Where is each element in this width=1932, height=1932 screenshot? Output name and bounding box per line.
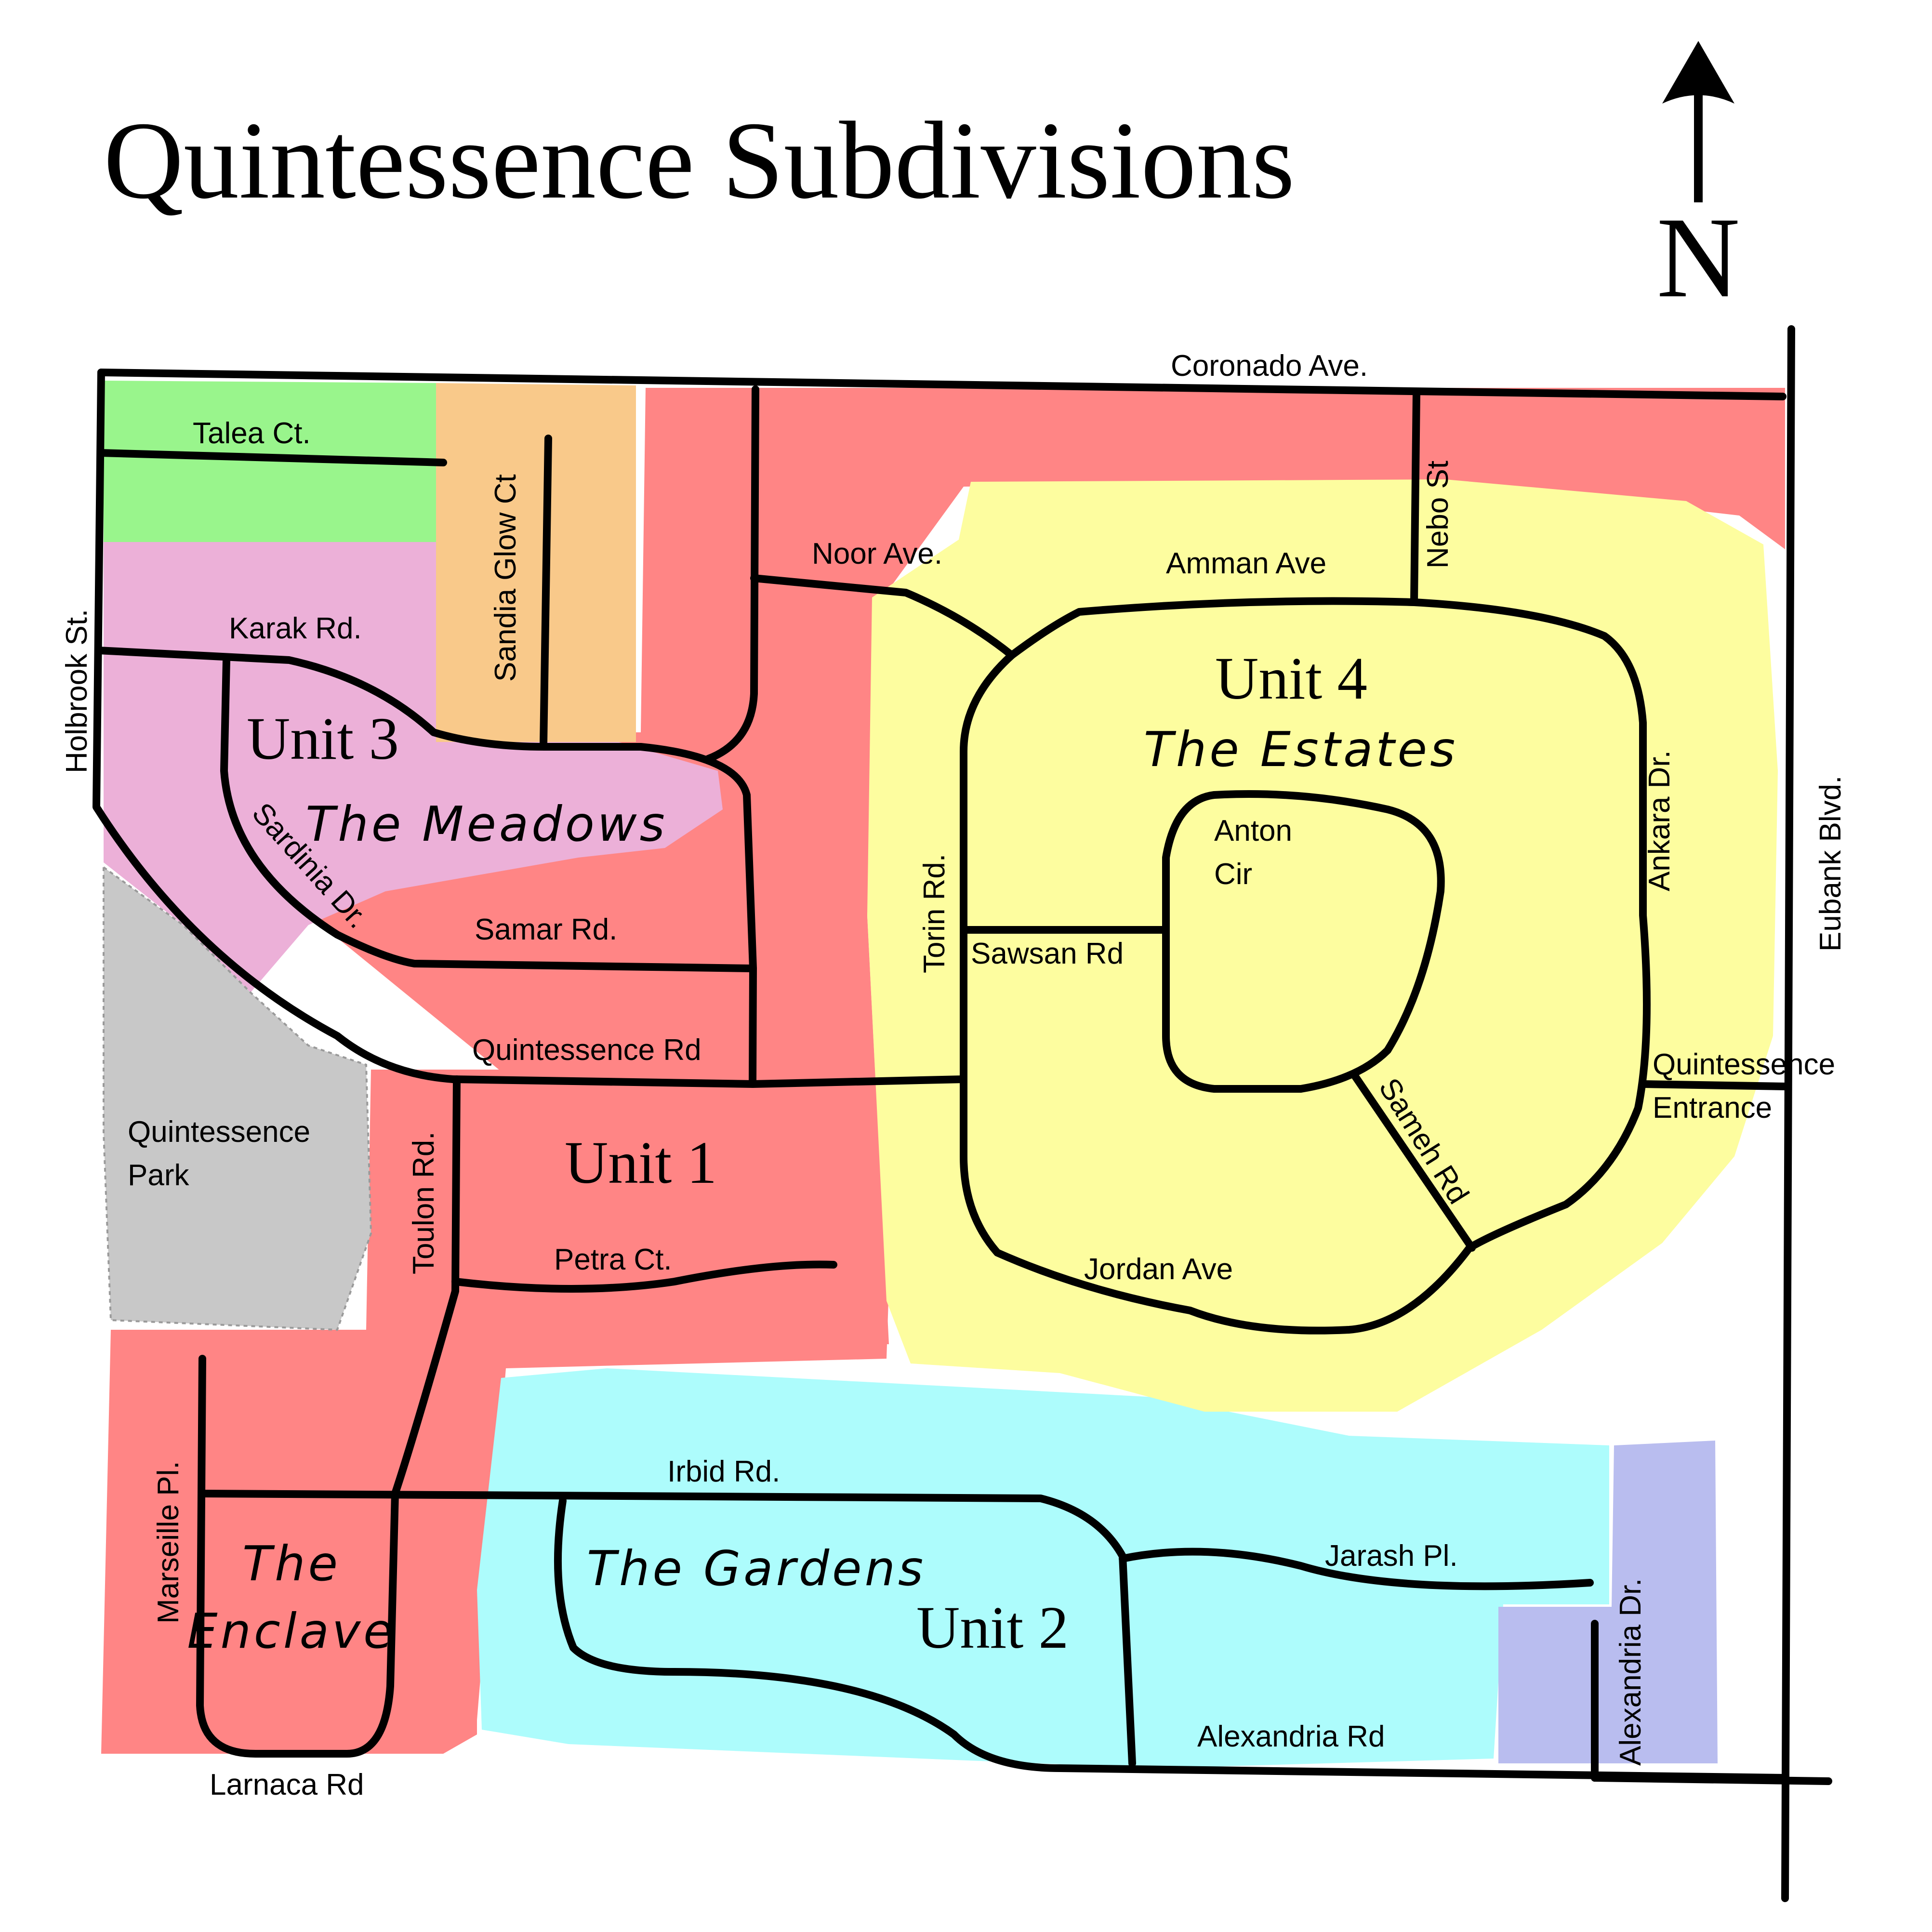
- label-karak-rd: Karak Rd.: [229, 612, 362, 645]
- road-irbid-rd: [198, 1490, 1136, 1767]
- area-unit3-meadows: [104, 542, 723, 992]
- label-sawsan-rd: Sawsan Rd: [971, 937, 1124, 970]
- road-south-boundary: [1591, 1774, 1832, 1785]
- area-sandia-glow: [436, 383, 636, 742]
- road-holbrook-st: [93, 369, 457, 1083]
- label-jarash-pl: Jarash Pl.: [1325, 1539, 1458, 1573]
- road-sandia-glow-ct: [540, 435, 552, 748]
- road-anton-cir: [1162, 790, 1445, 1093]
- label-quintessence-entrance-line1: Quintessence: [1653, 1048, 1835, 1081]
- label-torin-rd: Torin Rd.: [918, 854, 951, 973]
- unit1-label: Unit 1: [565, 1130, 717, 1196]
- label-talea-ct: Talea Ct.: [193, 417, 311, 450]
- road-noor-ave: [750, 574, 1016, 659]
- label-irbid-rd: Irbid Rd.: [667, 1455, 780, 1488]
- unit3-name: The Meadows: [305, 796, 667, 852]
- roads: [93, 325, 1832, 1902]
- road-toulon-rd: [196, 1075, 461, 1758]
- label-petra-ct: Petra Ct.: [554, 1243, 672, 1276]
- unit-labels: Unit 4 The Estates Unit 3 The Meadows Un…: [187, 646, 1458, 1661]
- label-noor-ave: Noor Ave.: [812, 537, 942, 570]
- road-north-spine: [704, 385, 759, 763]
- unit4-label: Unit 4: [1215, 646, 1367, 712]
- area-quintessence-park: [103, 865, 372, 1331]
- road-sameh-rd: [1350, 1071, 1476, 1252]
- road-coronado-ave: [97, 369, 1786, 400]
- label-sandia-glow-ct: Sandia Glow Ct: [489, 474, 522, 682]
- unit3-label: Unit 3: [247, 706, 399, 772]
- road-jarash-pl: [1119, 1548, 1594, 1590]
- road-talea-ct: [97, 449, 447, 466]
- north-arrow-head-icon: [1662, 41, 1734, 104]
- label-coronado-ave: Coronado Ave.: [1171, 349, 1368, 383]
- label-toulon-rd: Toulon Rd.: [407, 1132, 440, 1274]
- unit4-name: The Estates: [1144, 721, 1458, 778]
- label-marseille-pl: Marseille Pl.: [152, 1461, 185, 1624]
- park-label-line2: Park: [128, 1159, 189, 1192]
- label-alexandria-dr: Alexandria Dr.: [1614, 1578, 1647, 1766]
- enclave-name-line2: Enclave: [187, 1603, 396, 1659]
- label-jordan-ave: Jordan Ave: [1084, 1253, 1233, 1286]
- road-sardinia-dr: [220, 656, 755, 972]
- park-label-line1: Quintessence: [128, 1115, 310, 1149]
- area-alexandria-lots: [1498, 1441, 1718, 1763]
- road-estates-loop: [960, 597, 1651, 1335]
- label-alexandria-rd: Alexandria Rd: [1197, 1720, 1385, 1753]
- label-eubank-blvd: Eubank Blvd.: [1814, 776, 1847, 952]
- road-karak-rd: [95, 647, 757, 972]
- label-ankara-dr: Ankara Dr.: [1643, 750, 1676, 891]
- label-quintessence-rd: Quintessence Rd: [472, 1033, 701, 1067]
- label-holbrook-st: Holbrook St.: [60, 609, 93, 773]
- road-eubank-blvd: [1781, 325, 1795, 1902]
- area-unit4-estates: [867, 479, 1778, 1412]
- label-anton-cir-line2: Cir: [1214, 858, 1252, 891]
- north-label: N: [1656, 193, 1740, 321]
- label-quintessence-entrance-line2: Entrance: [1653, 1091, 1772, 1125]
- label-anton-cir-line1: Anton: [1214, 814, 1292, 847]
- areas: [101, 381, 1785, 1768]
- label-amman-ave: Amman Ave: [1166, 547, 1326, 580]
- enclave-name-line1: The: [242, 1535, 341, 1592]
- label-larnaca-rd: Larnaca Rd: [210, 1768, 364, 1801]
- unit2-label: Unit 2: [916, 1595, 1069, 1661]
- label-samar-rd: Samar Rd.: [475, 913, 617, 946]
- road-quintessence-entrance: [1639, 1080, 1789, 1090]
- north-arrow: N: [1656, 41, 1740, 321]
- area-unit2-gardens: [477, 1368, 1609, 1768]
- label-nebo-st: Nebo St: [1421, 461, 1455, 569]
- unit2-name: The Gardens: [587, 1540, 926, 1597]
- road-gardens-loop: [554, 1497, 1789, 1782]
- road-petra-ct: [451, 1260, 837, 1293]
- road-nebo-st: [1410, 389, 1420, 606]
- map-title: Quintessence Subdivisions: [104, 99, 1295, 222]
- road-quintessence-rd: [449, 1075, 967, 1088]
